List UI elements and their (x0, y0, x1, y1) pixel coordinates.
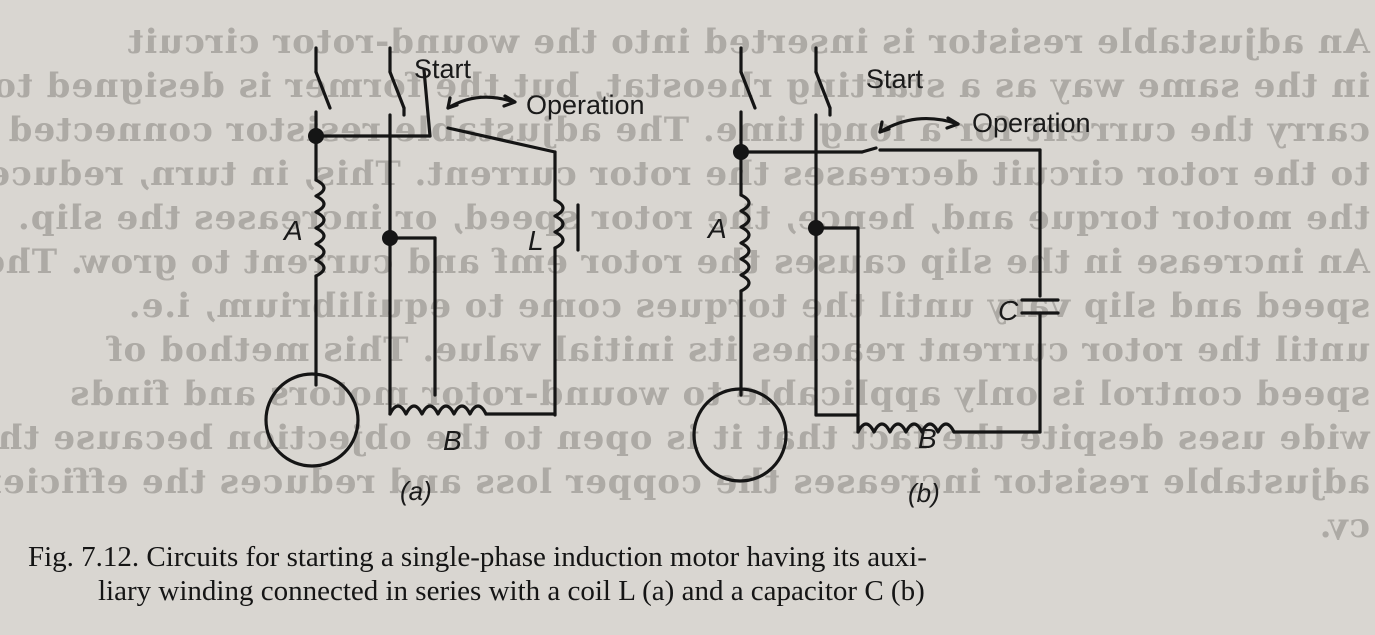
main-winding-coil-a (739, 193, 751, 293)
changeover-arrowhead-a (502, 94, 517, 108)
aux-winding-coil-b (388, 404, 488, 416)
panel-label-a: (a) (400, 476, 432, 506)
operation-label-a: Operation (526, 90, 645, 120)
capacitor-label-c: C (998, 295, 1019, 326)
changeover-arrowtail-b (878, 120, 891, 134)
aux-winding-label-a: B (443, 425, 462, 456)
main-switch-blade-1 (739, 70, 757, 110)
start-bus-b-tip (860, 146, 878, 154)
coil-label-l: L (528, 225, 544, 256)
main-switch-blade-1 (314, 70, 332, 110)
main-winding-label-b: A (706, 213, 727, 244)
operation-contact-a (446, 126, 557, 154)
junction-node (308, 128, 324, 144)
junction-node (382, 230, 398, 246)
motor-rotor-b (692, 387, 788, 483)
figure-caption: Fig. 7.12. Circuits for starting a singl… (28, 540, 1358, 608)
main-switch-blade-2 (814, 70, 832, 110)
aux-winding-coil-b (856, 422, 956, 434)
series-coil-l (553, 198, 565, 250)
changeover-arrowhead-b (945, 116, 960, 130)
caption-line-1: Fig. 7.12. Circuits for starting a singl… (28, 541, 927, 573)
start-switch-blade-a (422, 68, 432, 138)
aux-winding-label-b: B (918, 423, 937, 454)
operation-label-b: Operation (972, 108, 1091, 138)
caption-line-2: liary winding connected in series with a… (98, 575, 925, 607)
motor-rotor-a (264, 372, 360, 468)
circuit-diagrams: Start Operation A L B (a) Start Operatio… (264, 46, 1091, 508)
changeover-arrow-b (878, 116, 960, 134)
start-label-b: Start (866, 64, 924, 94)
panel-label-b: (b) (908, 478, 940, 508)
main-switch-blade-2 (388, 70, 406, 110)
junction-node (808, 220, 824, 236)
main-winding-coil-a (314, 178, 326, 278)
changeover-arrowtail-a (446, 96, 459, 110)
main-winding-label-a: A (282, 215, 303, 246)
start-label-a: Start (414, 54, 472, 84)
junction-node (733, 144, 749, 160)
circuit-b (692, 46, 1060, 483)
circuit-a (264, 46, 580, 468)
